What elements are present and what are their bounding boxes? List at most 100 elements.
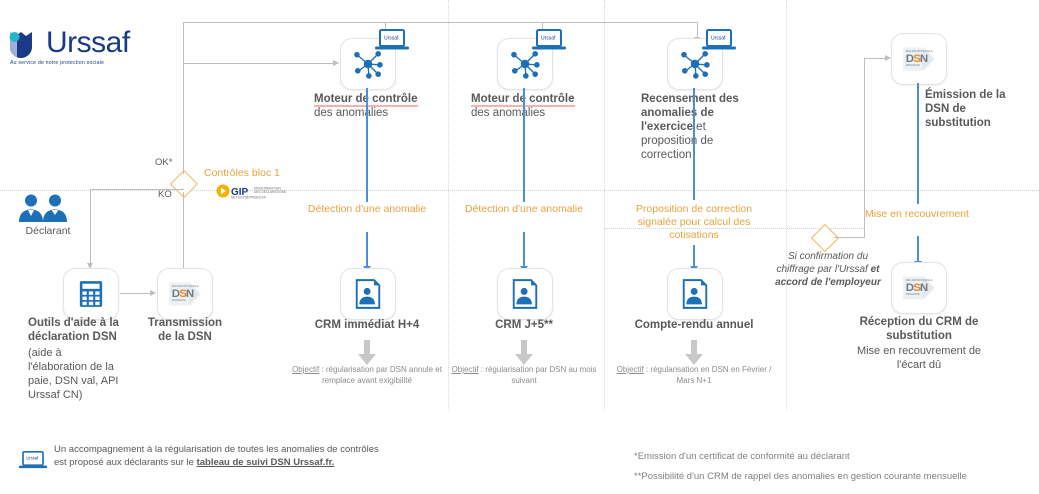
tools-to-transmission-line	[120, 289, 156, 296]
confirm-to-substitution-line	[864, 54, 891, 61]
svg-text:NOMINATIVE: NOMINATIVE	[172, 299, 187, 302]
engine3-flow-line-bottom	[690, 245, 698, 272]
gip-mds-logo: GIP MODERNISATION DES DECLARATIONS NET-E…	[216, 183, 294, 200]
engine3-laptop-badge: Urssaf	[701, 28, 737, 54]
condition-text-italic: Si confirmation du chiffrage par l'Urssa…	[776, 251, 869, 275]
footer-link[interactable]: tableau de suivi DSN Urssaf.fr.	[196, 457, 335, 468]
urssaf-mark-icon	[9, 32, 32, 58]
engine2-title-rest: des anomalies	[471, 107, 546, 119]
engine3-node-box[interactable]	[667, 38, 723, 90]
confirmation-condition: Si confirmation du chiffrage par l'Urssa…	[770, 250, 886, 289]
top-bus-line	[183, 22, 698, 23]
condition-text-bold: et accord de l'employeur	[775, 264, 881, 288]
svg-text:GIP: GIP	[231, 187, 249, 198]
svg-text:N: N	[186, 288, 194, 300]
svg-text:DECLARATION SOCIALE: DECLARATION SOCIALE	[906, 50, 933, 53]
column-separator-2	[604, 0, 605, 410]
engine1-title-bold: Moteur de contrôle	[314, 93, 418, 107]
svg-text:N: N	[920, 282, 928, 294]
engine1-flow-label: Détection d'une anomalie	[307, 203, 427, 215]
gate-ko-line	[183, 192, 184, 268]
tools-title: Outils d'aide à la déclaration DSN	[28, 317, 119, 343]
gate-ok-line	[183, 22, 184, 174]
svg-text:S: S	[913, 282, 921, 294]
svg-text:D: D	[906, 53, 914, 65]
crm2-node-box[interactable]	[497, 268, 553, 320]
gate-ko-label: KO	[158, 189, 172, 200]
horizontal-dotted-separator	[0, 190, 1039, 191]
laptop-urssaf-icon: Urssaf	[532, 29, 566, 50]
down-arrow-icon	[515, 340, 533, 365]
laptop-urssaf-icon: Urssaf	[375, 29, 409, 50]
engine2-laptop-badge: Urssaf	[531, 28, 567, 54]
crm3-title: Compte-rendu annuel	[634, 319, 754, 331]
crm2-objective-arrow	[513, 340, 535, 366]
gip-logo-icon: GIP MODERNISATION DES DECLARATIONS NET-E…	[216, 184, 286, 200]
svg-text:N: N	[920, 53, 928, 65]
engine1-flow-line-bottom	[363, 232, 371, 272]
crm1-node-box[interactable]	[340, 268, 396, 320]
report-document-icon	[682, 279, 708, 309]
svg-text:Urssaf: Urssaf	[384, 36, 399, 42]
network-nodes-icon	[681, 50, 710, 79]
svg-text:NET-ENTREPRISES.FR: NET-ENTREPRISES.FR	[231, 196, 267, 200]
svg-text:DECLARATION SOCIALE: DECLARATION SOCIALE	[906, 279, 933, 282]
engine3-title: Recensement des anomalies de l'exercice …	[641, 92, 761, 162]
footer-text: Un accompagnement à la régularisation de…	[54, 443, 384, 469]
column-separator-3	[786, 0, 787, 410]
crm2-objective: Objectif : régularisation par DSN au moi…	[447, 365, 601, 386]
declarant-label: Déclarant	[25, 225, 71, 237]
svg-text:S: S	[179, 288, 187, 300]
tools-node-box[interactable]	[63, 268, 119, 320]
network-nodes-icon	[511, 50, 540, 79]
controls-bloc1-label: Contrôles bloc 1	[204, 167, 280, 179]
urssaf-logo: Urssaf Au service de notre protection so…	[8, 26, 158, 74]
svg-text:D: D	[172, 288, 180, 300]
gate-ok-label: OK*	[155, 157, 173, 168]
svg-text:DECLARATION SOCIALE: DECLARATION SOCIALE	[172, 285, 199, 288]
dsn-logo-icon: D S N DECLARATION SOCIALE NOMINATIVE	[169, 282, 201, 306]
crm1-objective: Objectif : régularisation par DSN annule…	[290, 365, 444, 386]
report-document-icon	[512, 279, 538, 309]
svg-text:Urssaf: Urssaf	[711, 36, 726, 42]
transmission-title: Transmission de la DSN	[147, 317, 223, 343]
crm3-objective-prefix: Objectif	[616, 365, 644, 374]
crm2-title: CRM J+5**	[495, 319, 553, 331]
tools-subtitle: (aide à l'élaboration de la paie, DSN va…	[28, 347, 119, 401]
reception-title: Réception du CRM de substitution	[859, 316, 979, 342]
crm3-objective-text: : régularisation en DSN en Février / Mar…	[643, 365, 772, 385]
crm3-objective-arrow	[683, 340, 705, 366]
dsn-logo-icon: D S N DECLARATION SOCIALE NOMINATIVE	[903, 276, 935, 300]
down-arrow-icon	[685, 340, 703, 365]
horizontal-dotted-separator-right	[604, 228, 864, 229]
crm3-node-box[interactable]	[667, 268, 723, 320]
substitution-flow-line-top	[917, 83, 919, 204]
reception-node-box[interactable]: D S N DECLARATION SOCIALE NOMINATIVE	[891, 262, 947, 314]
footer-laptop-icon: Urssaf	[18, 450, 48, 472]
engine3-title-rest: et proposition de correction	[641, 121, 714, 161]
crm1-title: CRM immédiat H+4	[314, 319, 420, 331]
declarant-branch-line	[90, 189, 184, 190]
svg-text:Urssaf: Urssaf	[26, 456, 39, 461]
two-people-icon	[19, 194, 67, 222]
column-separator-1	[448, 0, 449, 410]
crm3-objective: Objectif : régularisation en DSN en Févr…	[612, 365, 776, 386]
declarant-icon	[14, 193, 80, 223]
declarant-to-tools-line	[87, 189, 93, 269]
engine2-title-bold: Moteur de contrôle	[471, 93, 575, 107]
crm2-objective-text: : régularisation par DSN au mois suivant	[478, 365, 597, 385]
svg-text:D: D	[906, 282, 914, 294]
report-document-icon	[355, 279, 381, 309]
laptop-urssaf-icon: Urssaf	[702, 29, 736, 50]
calculator-icon	[79, 281, 103, 307]
transmission-node-box[interactable]: D S N DECLARATION SOCIALE NOMINATIVE	[157, 268, 213, 320]
crm2-objective-prefix: Objectif	[451, 365, 479, 374]
engine1-flow-line-top	[366, 88, 368, 202]
footer-text-plain: Un accompagnement à la régularisation de…	[54, 444, 379, 468]
engine2-flow-line-top	[523, 88, 525, 202]
footnote-1: *Emission d'un certificat de conformité …	[634, 451, 850, 462]
network-nodes-icon	[354, 50, 383, 79]
engine1-title-rest: des anomalies	[314, 107, 389, 119]
substitution-node-box[interactable]: D S N DECLARATION SOCIALE NOMINATIVE	[891, 33, 947, 85]
